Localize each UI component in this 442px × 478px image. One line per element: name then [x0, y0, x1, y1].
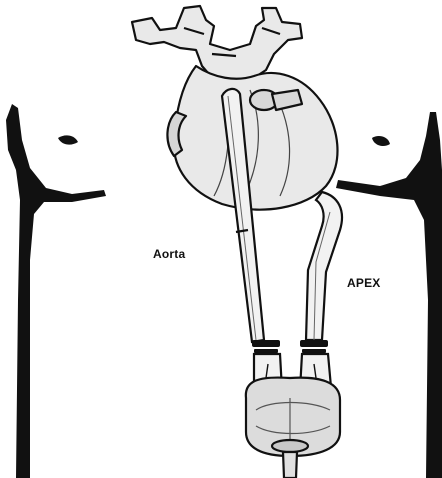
aorta-label: Aorta [153, 247, 185, 261]
pump-housing-icon [246, 354, 340, 478]
connector-rings-icon [252, 340, 328, 353]
torso-left-outline-icon [6, 104, 106, 478]
inflow-cannula-tube-icon [306, 192, 342, 340]
apex-label: APEX [347, 276, 380, 290]
torso-right-outline-icon [336, 112, 442, 478]
